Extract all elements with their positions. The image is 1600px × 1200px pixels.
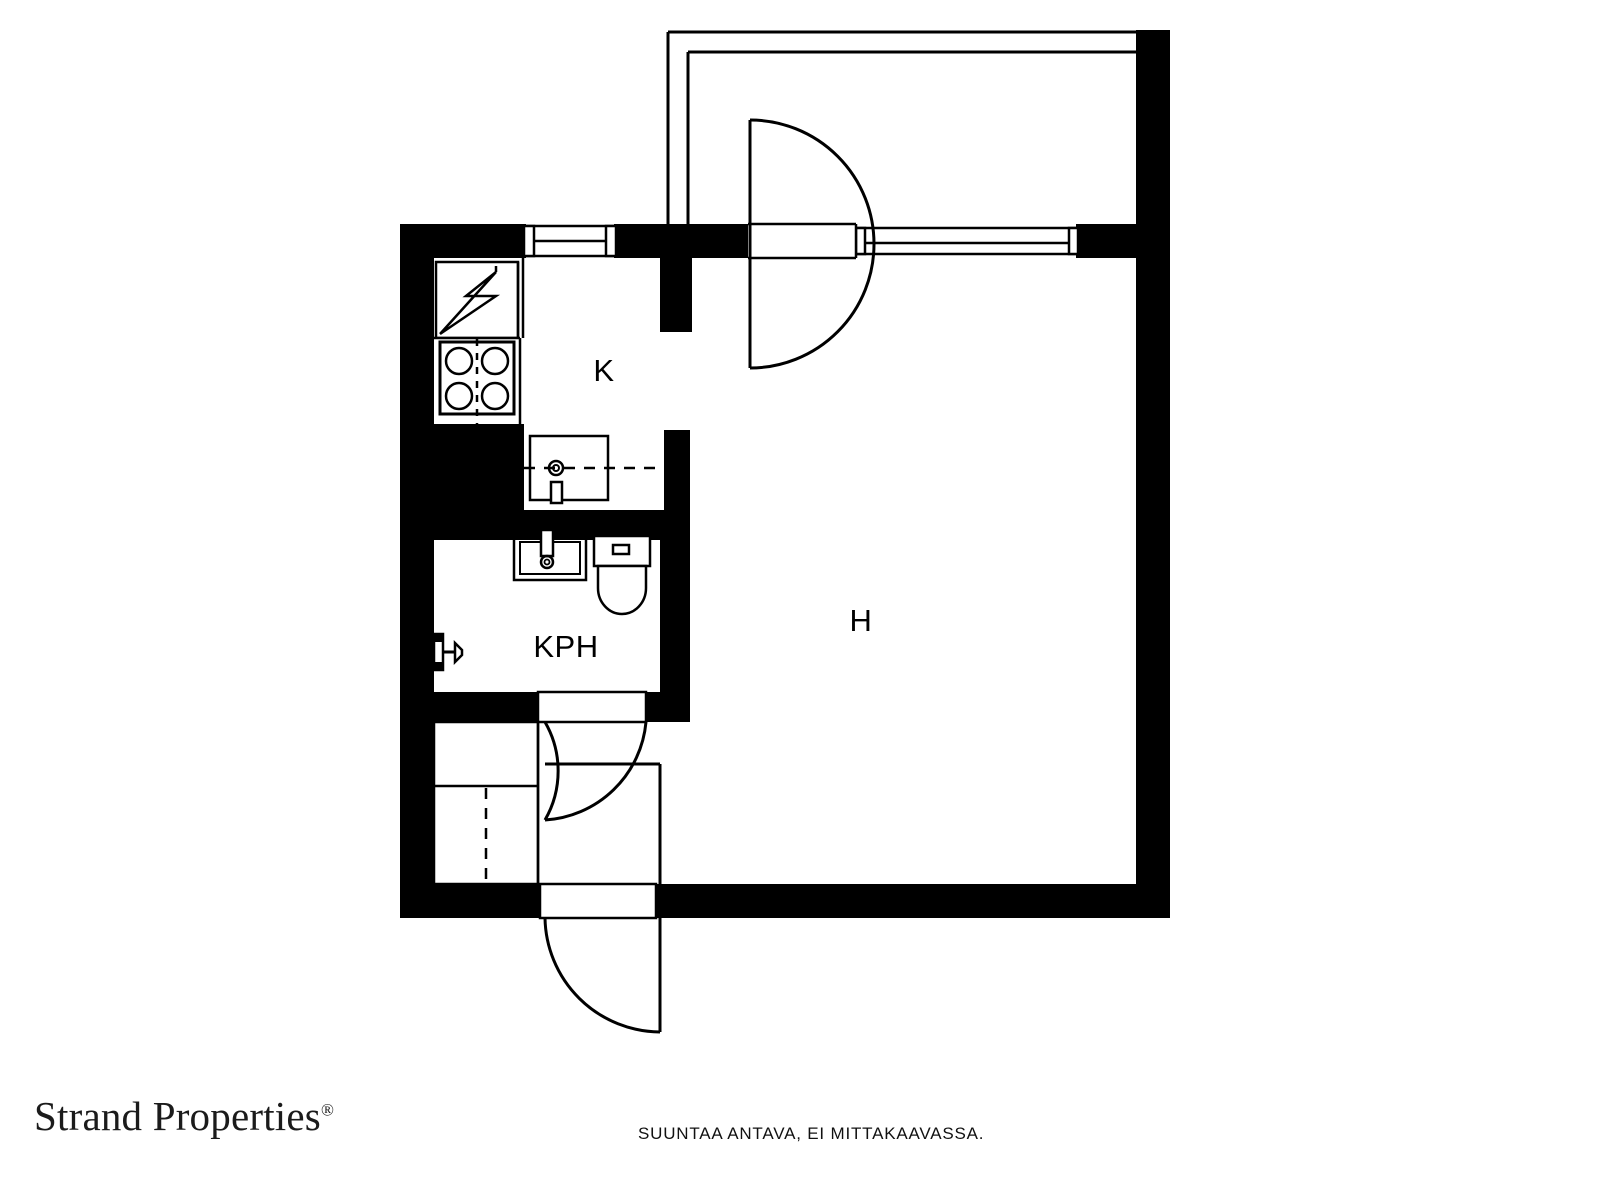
wall-right-outer bbox=[1136, 224, 1170, 918]
kitchen-window bbox=[522, 224, 618, 258]
wall-bathroom-bottom-left bbox=[434, 692, 538, 722]
balcony-window bbox=[854, 226, 1080, 256]
room-label-living: H bbox=[850, 603, 873, 638]
wall-balcony-right bbox=[1136, 30, 1170, 234]
room-label-kitchen: K bbox=[593, 353, 614, 388]
wall-bathroom-bottom-right bbox=[646, 692, 690, 722]
shower-icon bbox=[432, 632, 464, 672]
kitchen-sink-icon bbox=[524, 428, 664, 510]
wall-kitchen-partition-lower bbox=[660, 430, 690, 714]
fridge-icon bbox=[434, 258, 525, 340]
entrance-door[interactable] bbox=[538, 882, 662, 1034]
wall-bottom-left bbox=[400, 884, 540, 918]
brand-name: Strand Properties bbox=[34, 1093, 321, 1139]
brand-logo: Strand Properties® bbox=[34, 1092, 334, 1140]
room-label-bathroom: KPH bbox=[533, 629, 598, 664]
wall-left-outer bbox=[400, 224, 434, 918]
toilet-icon bbox=[592, 534, 652, 616]
bathroom-door-leaf bbox=[543, 721, 560, 821]
washbasin-icon bbox=[512, 528, 588, 582]
stove-icon bbox=[434, 336, 522, 424]
wall-bottom-right bbox=[656, 884, 1170, 918]
registered-mark: ® bbox=[320, 1100, 334, 1120]
balcony-door[interactable] bbox=[748, 118, 876, 370]
scale-disclaimer: SUUNTAA ANTAVA, EI MITTAKAAVASSA. bbox=[638, 1124, 985, 1143]
wall-balcony-door-jamb bbox=[664, 224, 692, 332]
bathroom-door[interactable] bbox=[536, 690, 662, 884]
walls bbox=[400, 30, 1170, 918]
balcony-outline bbox=[666, 30, 1157, 232]
wardrobe-icon bbox=[432, 720, 540, 886]
